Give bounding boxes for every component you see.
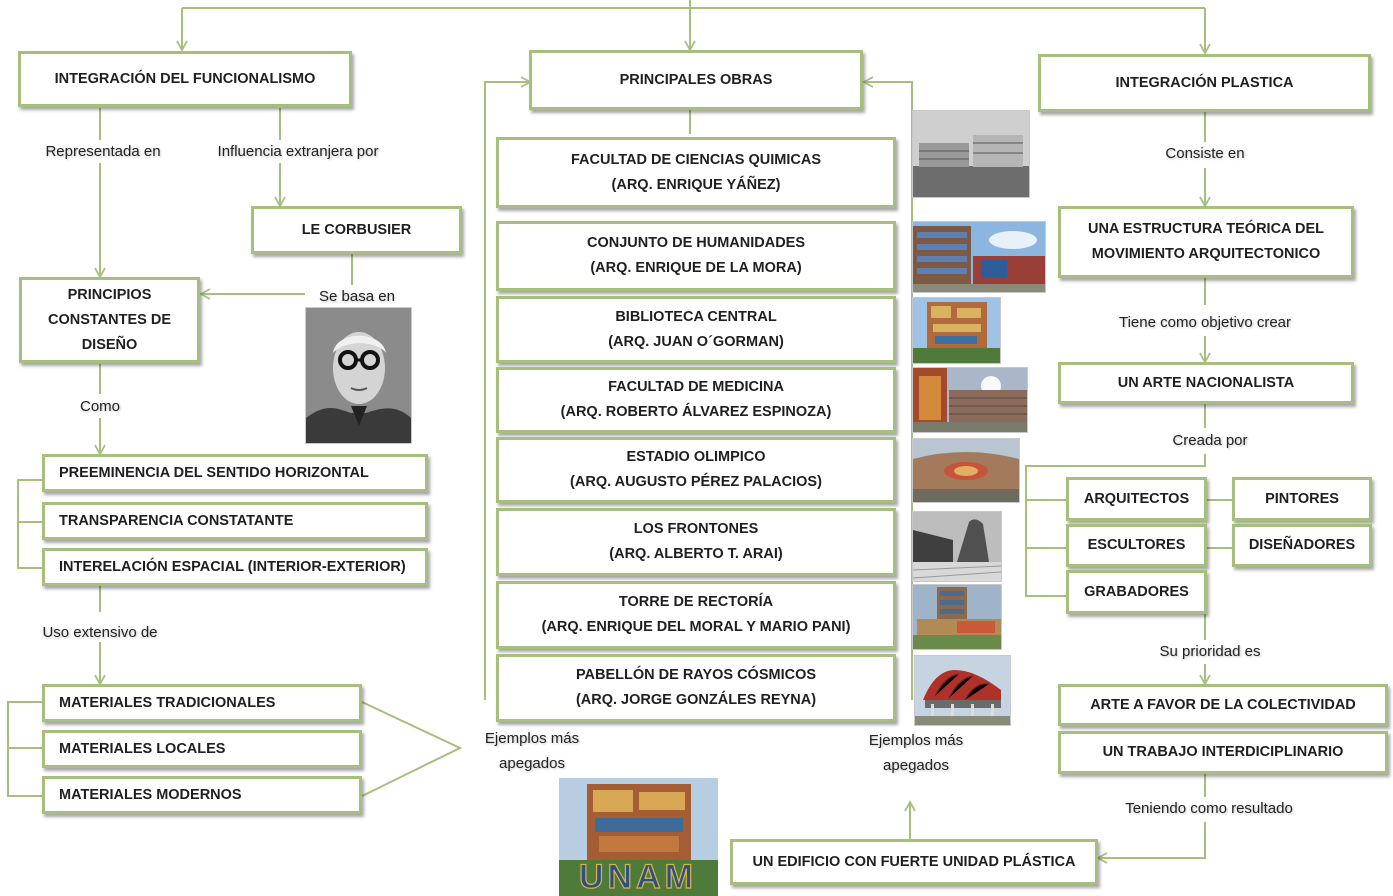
label-objetivo: Tiene como objetivo crear [1118,314,1292,331]
creator-escultores-box: ESCULTORES [1066,524,1207,567]
work-architect: (ARQ. ROBERTO ÁLVAREZ ESPINOZA) [560,404,832,420]
principales-obras-box: PRINCIPALES OBRAS [529,50,863,110]
feature-transparencia-box: TRANSPARENCIA CONSTATANTE [42,502,428,540]
work-name: FACULTAD DE MEDICINA [608,379,784,395]
work-item: TORRE DE RECTORÍA (ARQ. ENRIQUE DEL MORA… [496,581,896,649]
label-creada-por: Creada por [1172,432,1248,449]
principios-line-1: PRINCIPIOS [67,286,152,303]
unam-logo-text: UNAM [579,858,697,896]
integracion-funcionalismo-box: INTEGRACIÓN DEL FUNCIONALISMO [18,51,352,107]
prioridad-colectividad-box: ARTE A FAVOR DE LA COLECTIVIDAD [1058,684,1388,726]
integracion-funcionalismo-title: INTEGRACIÓN DEL FUNCIONALISMO [54,70,316,87]
le-corbusier-label: LE CORBUSIER [301,221,412,238]
material-modernos: MATERIALES MODERNOS [59,786,242,803]
work-item: CONJUNTO DE HUMANIDADES (ARQ. ENRIQUE DE… [496,221,896,291]
resultado-edificio: UN EDIFICIO CON FUERTE UNIDAD PLÁSTICA [752,853,1076,870]
label-resultado: Teniendo como resultado [1125,800,1293,817]
work-architect: (ARQ. JUAN O´GORMAN) [608,333,784,350]
prioridad-interdisciplinario: UN TRABAJO INTERDICIPLINARIO [1102,744,1344,760]
work-name: TORRE DE RECTORÍA [618,594,774,610]
creator-arquitectos-box: ARQUITECTOS [1066,477,1207,521]
work-architect: (ARQ. JORGE GONZÁLES REYNA) [575,692,817,708]
label-prioridad: Su prioridad es [1159,643,1261,660]
estructura-line-2: MOVIMIENTO ARQUITECTONICO [1091,246,1321,262]
work-name: ESTADIO OLIMPICO [626,449,766,465]
work-item: PABELLÓN DE RAYOS CÓSMICOS (ARQ. JORGE G… [496,654,896,722]
work-name: PABELLÓN DE RAYOS CÓSMICOS [575,667,817,683]
work-item: BIBLIOTECA CENTRAL (ARQ. JUAN O´GORMAN) [496,296,896,363]
arte-nacionalista: UN ARTE NACIONALISTA [1117,374,1295,391]
ejemplos-right-line-2: apegados [883,757,949,774]
work-name: FACULTAD DE CIENCIAS QUIMICAS [571,151,821,168]
principios-constantes-box: PRINCIPIOS CONSTANTES DE DISEÑO [19,277,200,363]
integracion-plastica-title: INTEGRACIÓN PLASTICA [1115,74,1294,91]
ejemplos-left-line-2: apegados [499,755,565,772]
work-name: CONJUNTO DE HUMANIDADES [586,235,806,251]
photo-biblioteca-central [912,297,1001,364]
principales-obras-title: PRINCIPALES OBRAS [619,71,773,88]
le-corbusier-box: LE CORBUSIER [251,206,462,254]
creator-arquitectos: ARQUITECTOS [1083,490,1190,507]
photo-estadio-olimpico [912,438,1020,503]
photo-facultad-medicina [912,367,1028,433]
label-uso-extensivo: Uso extensivo de [42,624,158,641]
label-se-basa-en: Se basa en [319,288,395,305]
creator-disenadores-box: DISEÑADORES [1232,524,1372,567]
prioridad-interdisciplinario-box: UN TRABAJO INTERDICIPLINARIO [1058,731,1388,774]
label-como: Como [79,398,120,415]
feature-horizontal-box: PREEMINENCIA DEL SENTIDO HORIZONTAL [42,454,428,492]
integracion-plastica-box: INTEGRACIÓN PLASTICA [1038,54,1371,112]
photo-ciencias-quimicas [912,110,1030,198]
label-consiste-en: Consiste en [1165,145,1245,162]
feature-interelacion-box: INTERELACIÓN ESPACIAL (INTERIOR-EXTERIOR… [42,548,428,586]
label-ejemplos-left: Ejemplos más apegados [470,726,594,776]
ejemplos-left-line-1: Ejemplos más [484,730,580,747]
principios-line-3: DISEÑO [81,336,138,353]
prioridad-colectividad: ARTE A FAVOR DE LA COLECTIVIDAD [1090,696,1356,713]
creator-escultores: ESCULTORES [1087,537,1186,553]
resultado-edificio-box: UN EDIFICIO CON FUERTE UNIDAD PLÁSTICA [730,839,1098,885]
work-architect: (ARQ. ENRIQUE DE LA MORA) [590,260,802,276]
photo-torre-rectoria [912,584,1002,650]
work-item: ESTADIO OLIMPICO (ARQ. AUGUSTO PÉREZ PAL… [496,437,896,503]
work-item: LOS FRONTONES (ARQ. ALBERTO T. ARAI) [496,508,896,576]
material-modernos-box: MATERIALES MODERNOS [42,776,362,814]
label-ejemplos-right: Ejemplos más apegados [854,728,978,778]
principios-line-2: CONSTANTES DE [48,311,171,328]
work-name: BIBLIOTECA CENTRAL [615,308,777,325]
feature-transparencia: TRANSPARENCIA CONSTATANTE [59,512,294,529]
photo-humanidades [912,221,1046,293]
label-representada-en: Representada en [45,143,161,160]
material-locales: MATERIALES LOCALES [59,740,226,757]
ejemplos-right-line-1: Ejemplos más [868,732,964,749]
label-influencia-extranjera: Influencia extranjera por [217,143,379,160]
arte-nacionalista-box: UN ARTE NACIONALISTA [1058,362,1354,404]
photo-rayos-cosmicos [914,655,1011,726]
photo-unam-library: UNAM [559,778,718,896]
photo-los-frontones [912,511,1002,582]
work-architect: (ARQ. ALBERTO T. ARAI) [609,546,783,562]
estructura-line-1: UNA ESTRUCTURA TEÓRICA DEL [1087,221,1325,237]
creator-grabadores: GRABADORES [1084,583,1189,600]
le-corbusier-photo [305,307,412,444]
creator-pintores: PINTORES [1265,490,1339,507]
material-locales-box: MATERIALES LOCALES [42,730,362,768]
feature-interelacion: INTERELACIÓN ESPACIAL (INTERIOR-EXTERIOR… [59,558,406,575]
creator-pintores-box: PINTORES [1232,477,1372,521]
work-item: FACULTAD DE CIENCIAS QUIMICAS (ARQ. ENRI… [496,137,896,208]
feature-horizontal: PREEMINENCIA DEL SENTIDO HORIZONTAL [59,464,369,481]
material-tradicionales-box: MATERIALES TRADICIONALES [42,684,362,722]
work-architect: (ARQ. ENRIQUE DEL MORAL Y MARIO PANI) [541,619,851,635]
work-item: FACULTAD DE MEDICINA (ARQ. ROBERTO ÁLVAR… [496,367,896,433]
work-architect: (ARQ. ENRIQUE YÁÑEZ) [611,176,781,193]
work-architect: (ARQ. AUGUSTO PÉREZ PALACIOS) [570,474,822,490]
estructura-teorica-box: UNA ESTRUCTURA TEÓRICA DEL MOVIMIENTO AR… [1058,206,1354,278]
material-tradicionales: MATERIALES TRADICIONALES [59,694,276,711]
creator-disenadores: DISEÑADORES [1248,537,1356,553]
work-name: LOS FRONTONES [633,521,759,537]
creator-grabadores-box: GRABADORES [1066,570,1207,614]
